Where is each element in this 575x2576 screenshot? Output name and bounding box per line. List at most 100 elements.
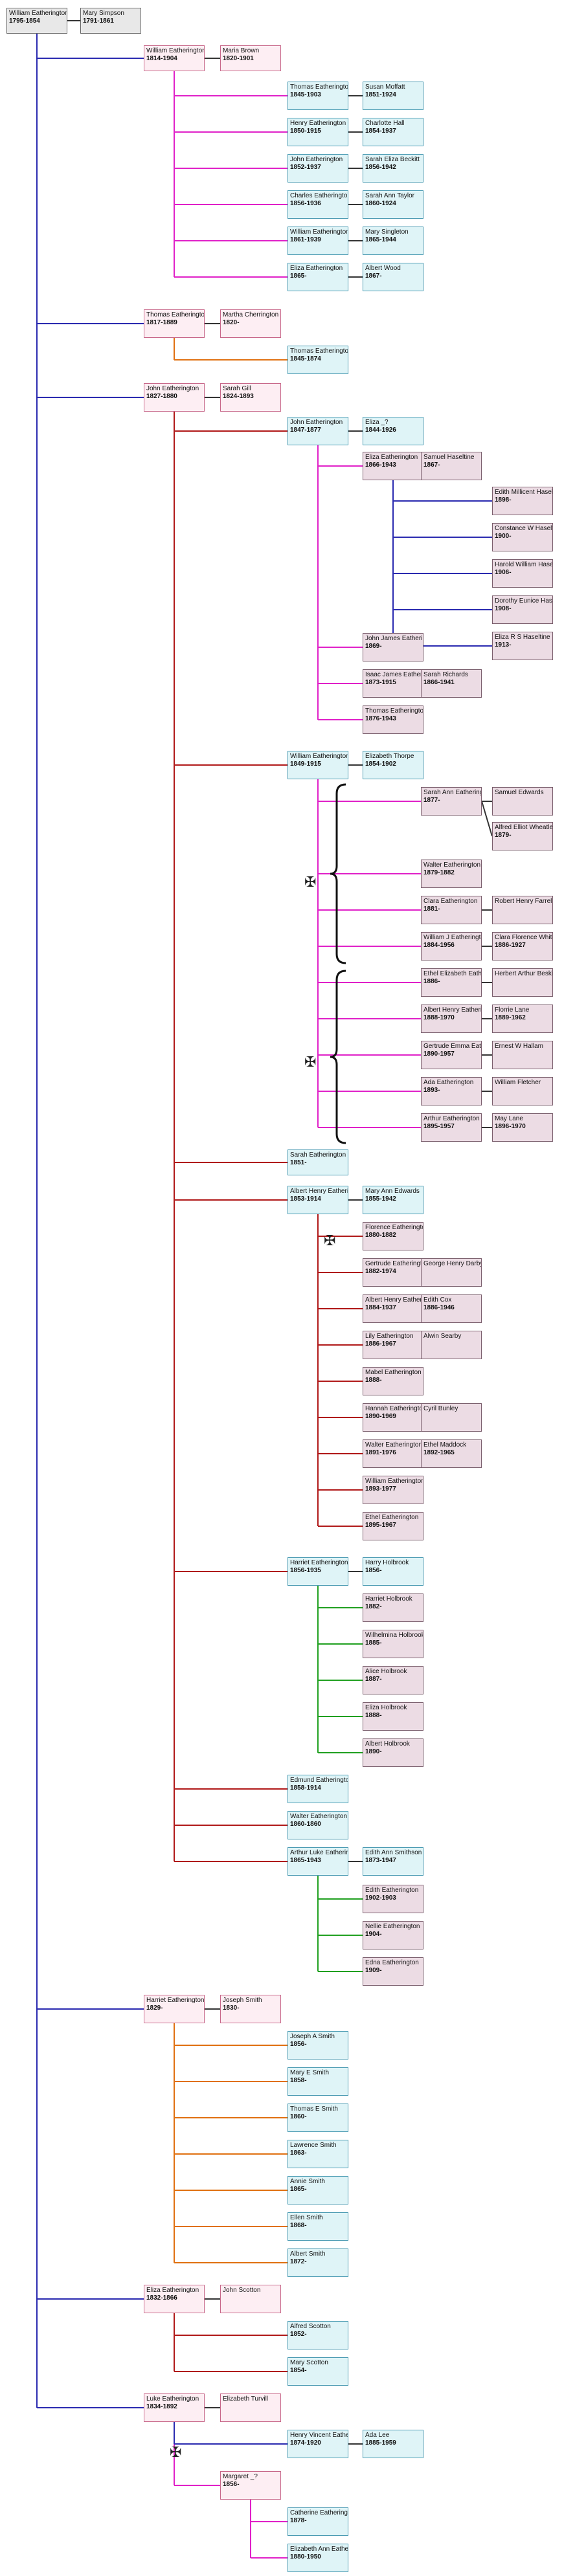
person-card[interactable]: Robert Henry Farrell: [492, 896, 553, 924]
person-card[interactable]: Henry Vincent Eatherington1874-1920: [288, 2430, 348, 2458]
person-card[interactable]: Isaac James Eatherington1873-1915: [363, 669, 423, 698]
person-card[interactable]: Ernest W Hallam: [492, 1041, 553, 1069]
person-card[interactable]: Eliza _?1844-1926: [363, 417, 423, 445]
person-card[interactable]: Clara Florence Whitehead1886-1927: [492, 932, 553, 960]
person-card[interactable]: George Henry Darby: [421, 1258, 482, 1287]
person-card[interactable]: Cyril Bunley: [421, 1403, 482, 1432]
person-card[interactable]: Alwin Searby: [421, 1331, 482, 1359]
person-card[interactable]: William Fletcher: [492, 1077, 553, 1105]
person-card[interactable]: Herbert Arthur Beskill: [492, 968, 553, 997]
person-card[interactable]: John Scotton: [220, 2285, 281, 2313]
person-card[interactable]: Margaret _?1856-: [220, 2471, 281, 2500]
person-card[interactable]: John James Eatherington1869-: [363, 633, 423, 661]
person-card[interactable]: Sarah Ann Eatherington1877-: [421, 787, 482, 816]
person-card[interactable]: Constance W Haseltine1900-: [492, 523, 553, 551]
person-card[interactable]: Elizabeth Turvill: [220, 2393, 281, 2422]
person-card[interactable]: Dorothy Eunice Haseltine1908-: [492, 595, 553, 624]
person-card[interactable]: Samuel Edwards: [492, 787, 553, 816]
person-card[interactable]: Edith Millicent Haseltine1898-: [492, 487, 553, 515]
person-card[interactable]: Harold William Haseltine1906-: [492, 559, 553, 588]
person-card[interactable]: Catherine Eatherington1878-: [288, 2507, 348, 2536]
person-card[interactable]: Albert Henry Eatherington1853-1914: [288, 1186, 348, 1214]
